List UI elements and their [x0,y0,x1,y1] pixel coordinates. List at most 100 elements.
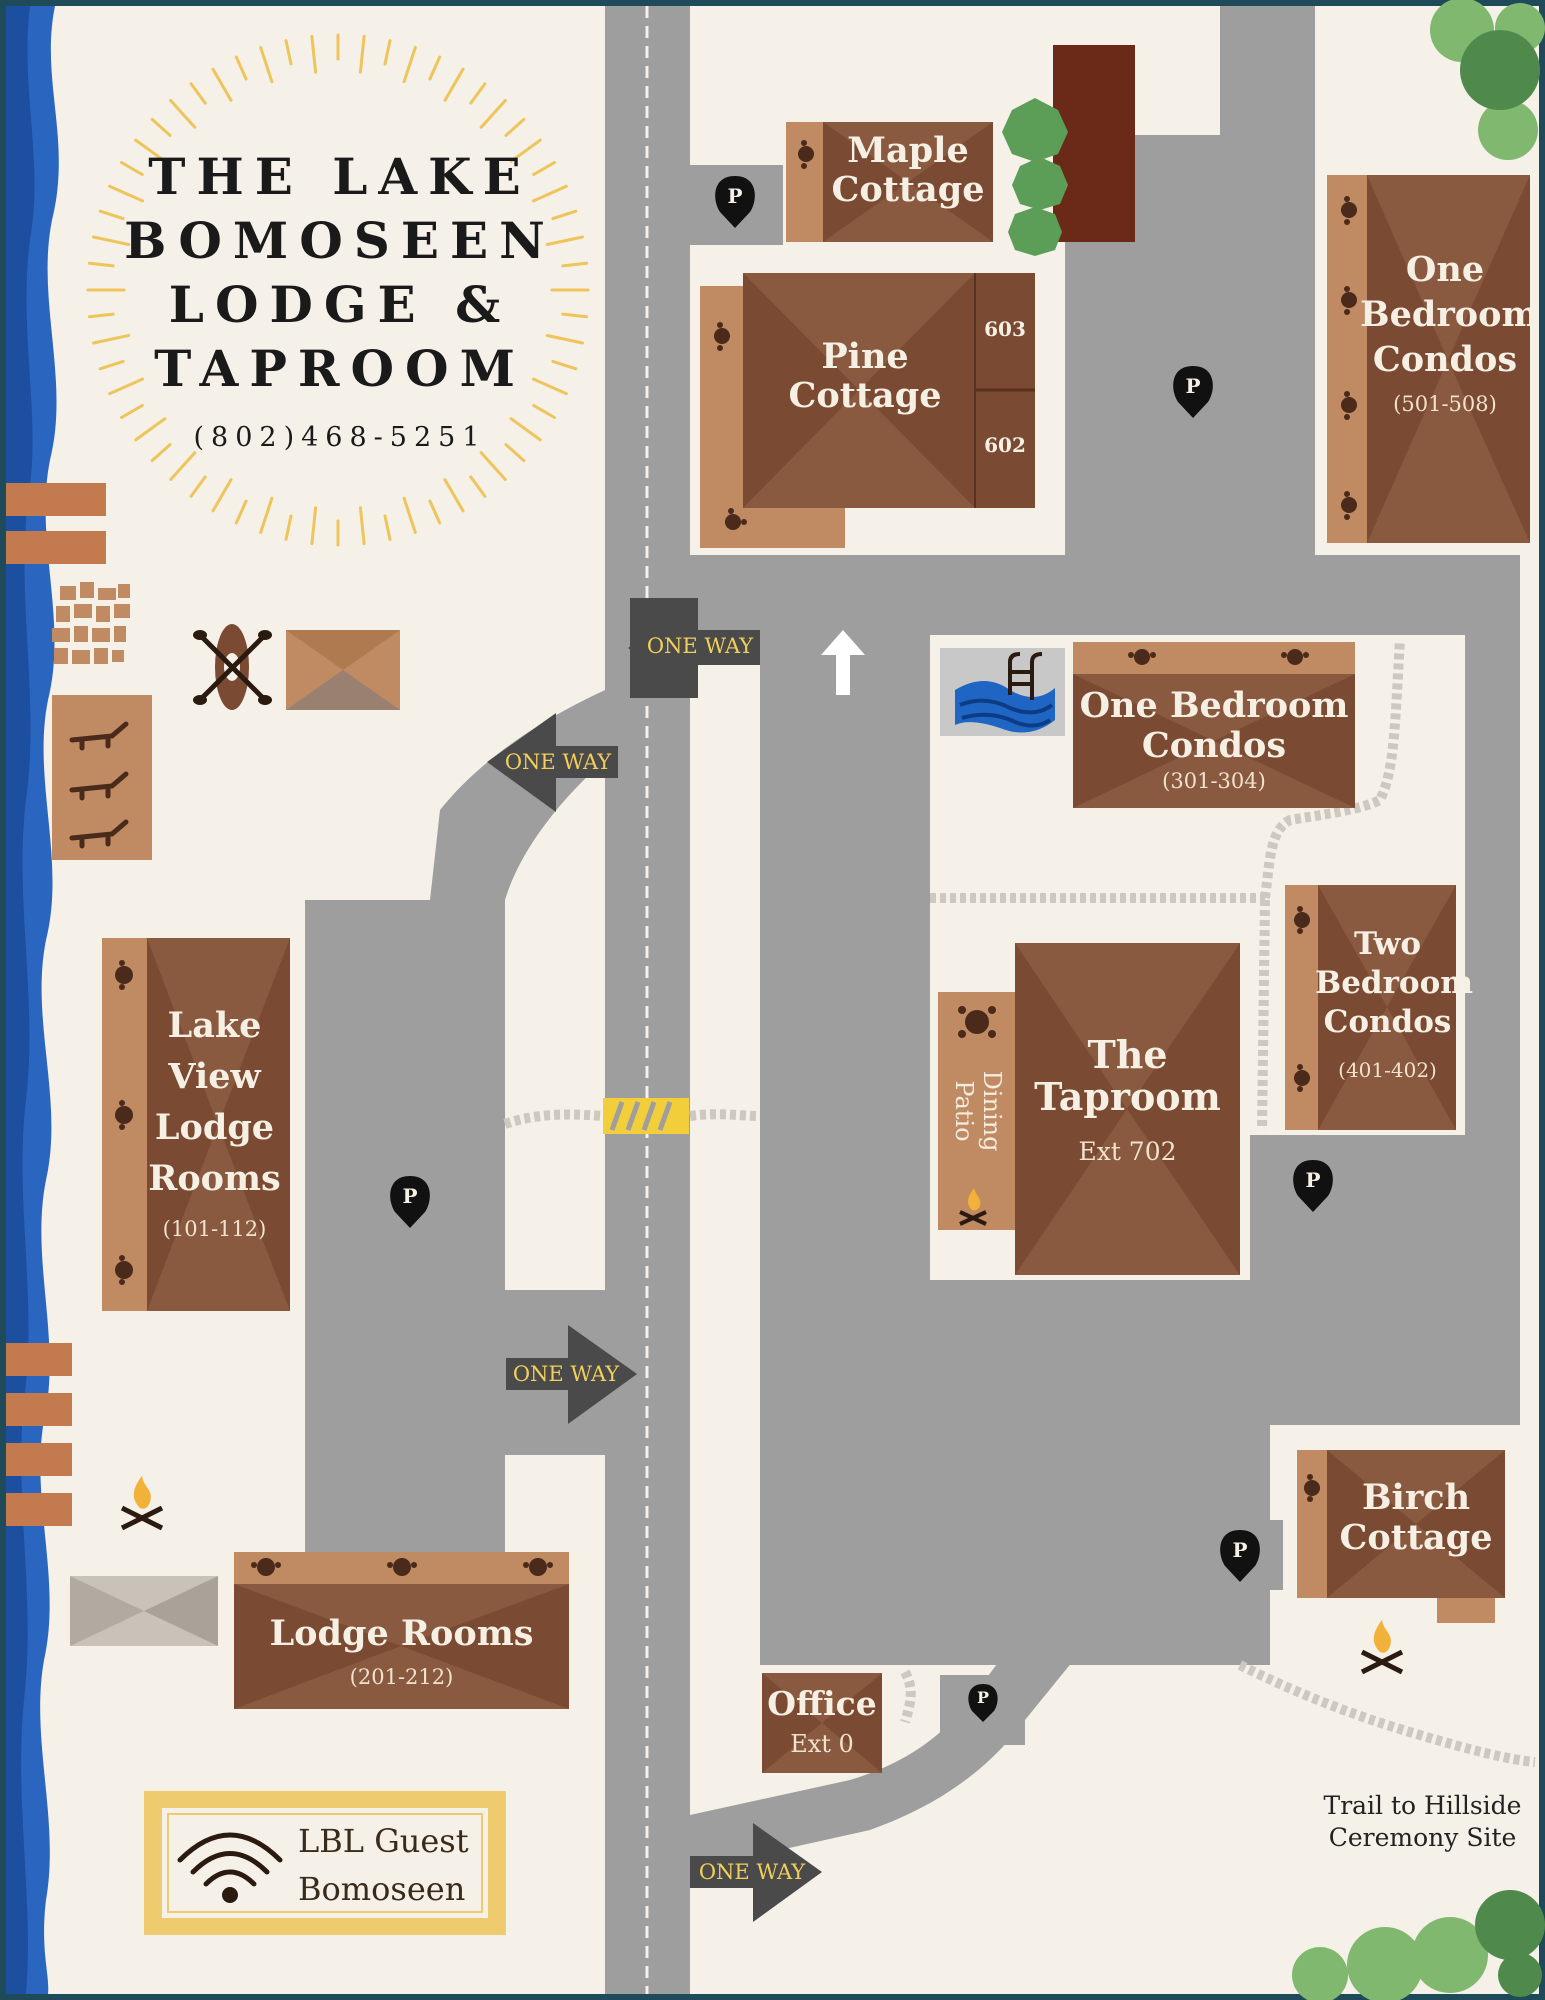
sun-ray [479,451,507,481]
sun-ray [150,443,172,463]
pine-cottage-label: Pine Cottage [760,337,970,415]
sun-ray [120,404,144,419]
sun-ray [150,117,172,137]
sun-ray [87,312,115,319]
sun-rays [86,33,590,547]
parking-pin-icon [390,176,1333,1722]
sun-ray [259,496,274,534]
sun-ray [532,377,568,396]
red-barn [1053,45,1135,242]
birch-cottage[interactable] [1297,1450,1505,1623]
title-line: THE LAKE [148,147,532,206]
label-line: The [1087,1032,1168,1077]
label-line: Condos [1323,1004,1452,1040]
lake-view-lodge-rooms-label: Lake View Lodge Rooms [147,1000,282,1204]
resort-title: THE LAKE BOMOSEEN LODGE & TAPROOM [95,145,585,401]
label-line: Bedroom [1315,965,1474,1001]
wifi-line: LBL Guest [298,1822,469,1860]
maple-cottage-label: Maple Cottage [823,131,993,209]
sun-ray [284,39,293,66]
sun-ray [509,417,542,442]
units-501-508: (501-508) [1393,392,1497,416]
sun-ray [169,451,197,481]
one-bedroom-condos-301-304[interactable] [1073,642,1355,808]
maple-cottage[interactable] [786,122,993,242]
office[interactable] [762,1673,882,1773]
pine-cottage[interactable] [700,273,1035,548]
unit-603-label: 603 [984,317,1026,341]
sun-ray [108,377,144,396]
sun-ray [358,506,366,546]
sun-ray [310,34,318,74]
docks-north [6,483,106,564]
one-way-arrow-east [506,1325,637,1424]
two-bedroom-condos-label: Two Bedroom Condos [1315,925,1474,1042]
office-label: Office [767,1684,877,1723]
trail-label: Trail to Hillside Ceremony Site [1290,1790,1545,1854]
fire-pit-icon [120,1476,164,1531]
sun-ray [211,478,233,513]
sun-ray [259,46,274,84]
wifi-network-name: LBL Guest Bomoseen [298,1817,498,1913]
sun-ray [234,55,248,81]
sun-ray [561,312,589,319]
sun-ray [211,67,233,102]
gray-shed [70,1576,218,1646]
kayak-icon [193,624,272,710]
label-line: Bedroom [1360,294,1539,335]
one-way-sign-east: ONE WAY [512,1362,620,1386]
label-line: One Bedroom [1079,685,1349,726]
label-line: Lodge [154,1107,275,1148]
sun-ray [469,82,487,105]
sun-ray [87,261,115,268]
parking-label: P [1232,1538,1248,1562]
parking-label: P [1305,1168,1321,1192]
the-taproom[interactable] [938,943,1240,1275]
two-bedroom-condos[interactable] [1285,885,1456,1130]
sun-ray [545,334,584,345]
one-way-arrow-south [690,1823,822,1922]
sun-ray [545,235,584,246]
parking-label: P [402,1184,418,1208]
sun-ray [134,417,167,442]
sun-ray [532,404,556,419]
one-bedroom-condos-501-508[interactable] [1327,175,1530,543]
stone-patio [52,582,130,664]
sun-ray [428,499,442,525]
sun-ray [234,499,248,525]
label-line: Lake [167,1005,262,1046]
sun-ray [108,184,144,203]
fire-pit-icon [959,1188,987,1226]
sun-ray [443,67,465,102]
crosswalk [603,1098,689,1134]
one-way-arrow-west [487,713,618,812]
gravel-paths [503,639,1536,1767]
label-line: Rooms [148,1158,281,1199]
label-line: One [1405,249,1485,290]
tree-icon [1002,98,1068,256]
sun-ray [358,34,366,74]
sun-ray [98,209,125,221]
sun-ray [402,46,417,84]
phone-number: (802)468-5251 [193,422,487,453]
dining-patio-label: Dining Patio [950,1031,1006,1191]
pool [940,648,1065,736]
sun-ray [92,334,131,345]
lake-view-lodge-rooms[interactable] [102,938,290,1311]
unit-602-label: 602 [984,433,1026,457]
trail-line: Ceremony Site [1328,1823,1517,1852]
sun-ray [402,496,417,534]
label-line: Condos [1141,725,1287,766]
label-line: Birch [1361,1477,1471,1518]
one-way-sign-west: ONE WAY [504,750,612,774]
units-201-212: (201-212) [349,1665,454,1689]
sun-ray [561,261,589,268]
one-way-arrow-north [628,598,760,698]
title-line: TAPROOM [154,339,526,398]
title-line: LODGE & [168,275,512,334]
sun-ray [469,475,487,498]
label-line: View [168,1056,261,1097]
taproom-label: The Taproom [1015,1034,1240,1118]
sun-ray [310,506,318,546]
